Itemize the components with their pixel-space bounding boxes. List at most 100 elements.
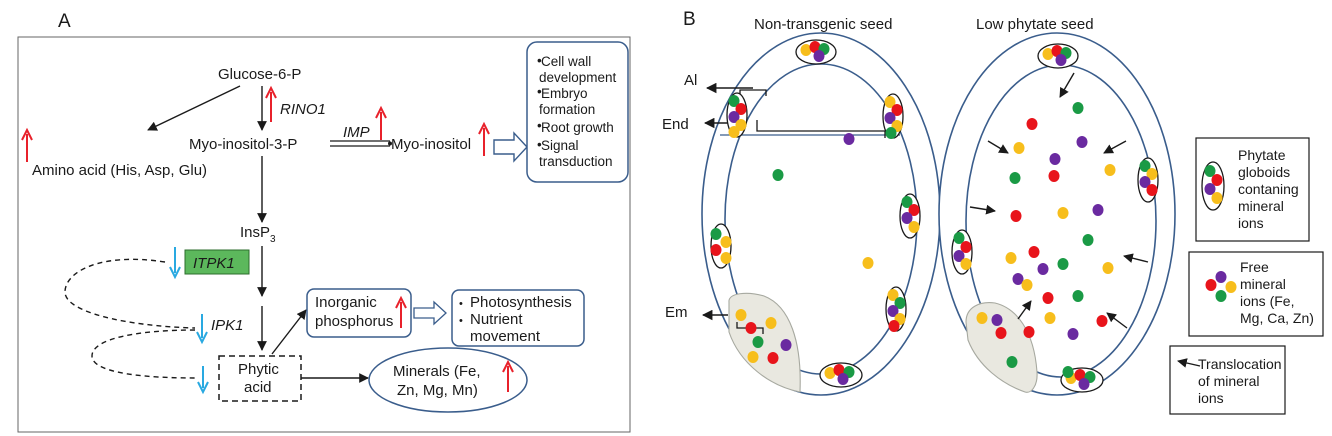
legend-free-2: mineral [1240,276,1286,292]
free-ion [1010,210,1022,222]
legend-free-4: Mg, Ca, Zn) [1240,310,1314,326]
function-dot-1: • [537,53,542,68]
mineral-ion [833,364,845,376]
function-formation: formation [539,102,595,117]
equilibrium-dot [388,141,392,146]
title-non-transgenic: Non-transgenic seed [754,16,892,33]
mineral-ion [1204,165,1216,177]
free-ion [1076,136,1088,148]
panel-a-label: A [58,11,71,32]
function-dot-4: • [537,137,542,152]
translocation-arrow-1 [1059,72,1075,98]
legend-globoid-4: mineral [1238,198,1284,214]
free-ion [1062,366,1074,378]
mineral-ion [887,289,899,301]
free-ion [780,339,792,351]
rino1-up-arrow [265,85,277,122]
phytic-label-1: Phytic [238,361,279,378]
minerals-label-1: Minerals (Fe, [393,363,481,380]
mineral-ion [710,244,722,256]
phytic-down-arrow [197,366,209,395]
globoid-right-right [1137,157,1159,203]
translocation-arrow-2 [987,140,1009,154]
free-ion [1082,234,1094,246]
free-ion [995,327,1007,339]
function-embryo: Embryo [541,86,588,101]
free-ion [1049,153,1061,165]
free-ion [1057,207,1069,219]
legend-ion-green [1215,290,1227,302]
inorganic-label-2: phosphorus [315,313,393,330]
panel-a-frame [17,36,631,433]
insp3-label: InsP3 [240,224,276,245]
mineral-ion [720,236,732,248]
legend-free-box [1188,251,1324,337]
inorganic-box [306,288,412,338]
al-label: Al [684,72,697,89]
globoid-left-bottom [819,362,863,388]
free-ion [772,169,784,181]
globoid-left-end [726,92,748,138]
photo-box [451,289,585,347]
free-ion [1102,262,1114,274]
mineral-ion [1078,378,1090,390]
free-ion [1026,118,1038,130]
globoid-right-left [951,229,973,275]
legend-globoid-3: contaning [1238,181,1299,197]
legend-trans-2: of mineral [1198,373,1259,389]
legend-free-symbol [1205,271,1237,302]
globoid-left-right-upper [882,93,904,139]
free-ion [1009,172,1021,184]
mineral-ion [728,126,740,138]
translocation-arrow-3 [1103,140,1127,154]
free-ion-layer [735,102,1116,378]
rino1-label: RINO1 [280,101,326,118]
photo-dot-2: • [459,315,463,327]
phytic-to-inorganic-arrow [271,309,307,355]
function-root-growth: Root growth [541,120,614,135]
function-dot-3: • [537,118,542,133]
free-ion [1013,142,1025,154]
end-label: End [662,116,689,133]
function-transduction: transduction [539,154,613,169]
free-ion [767,352,779,364]
legend-trans-box [1169,345,1286,415]
mineral-ion [720,252,732,264]
mineral-ion [908,221,920,233]
mineral-ion [728,111,740,123]
free-ion [1005,252,1017,264]
phytic-acid-box [218,355,302,402]
free-ion [1023,326,1035,338]
mineral-ion [885,127,897,139]
legend-globoid-symbol [1201,161,1225,211]
seed-non-transgenic [701,32,941,396]
mineral-ion [728,95,740,107]
mineral-ion [901,212,913,224]
feedback-loop-lower [91,329,196,379]
mineral-ion [824,367,836,379]
legend-globoid-5: ions [1238,215,1264,231]
photo-photosynthesis: Photosynthesis [470,294,572,311]
free-ion [976,312,988,324]
end-bracket [756,120,886,138]
myo-up-arrow [478,121,490,156]
free-ion [862,257,874,269]
mineral-ion [908,204,920,216]
globoid-right-top [1037,43,1079,69]
free-ion [752,336,764,348]
ipk1-down-arrow [196,314,208,345]
mineral-ion [960,241,972,253]
mineral-ion [735,103,747,115]
legend-globoid-2: globoids [1238,164,1290,180]
free-ion [843,133,855,145]
minerals-up-arrow [502,359,514,392]
free-ion [747,351,759,363]
mineral-ion [1051,45,1063,57]
imp-up-arrow [375,105,387,140]
translocation-arrow-7 [1106,312,1128,329]
legend-ion-purple [1215,271,1227,283]
panel-b-label: B [683,9,696,30]
mineral-ion [813,50,825,62]
legend-trans-3: ions [1198,390,1224,406]
